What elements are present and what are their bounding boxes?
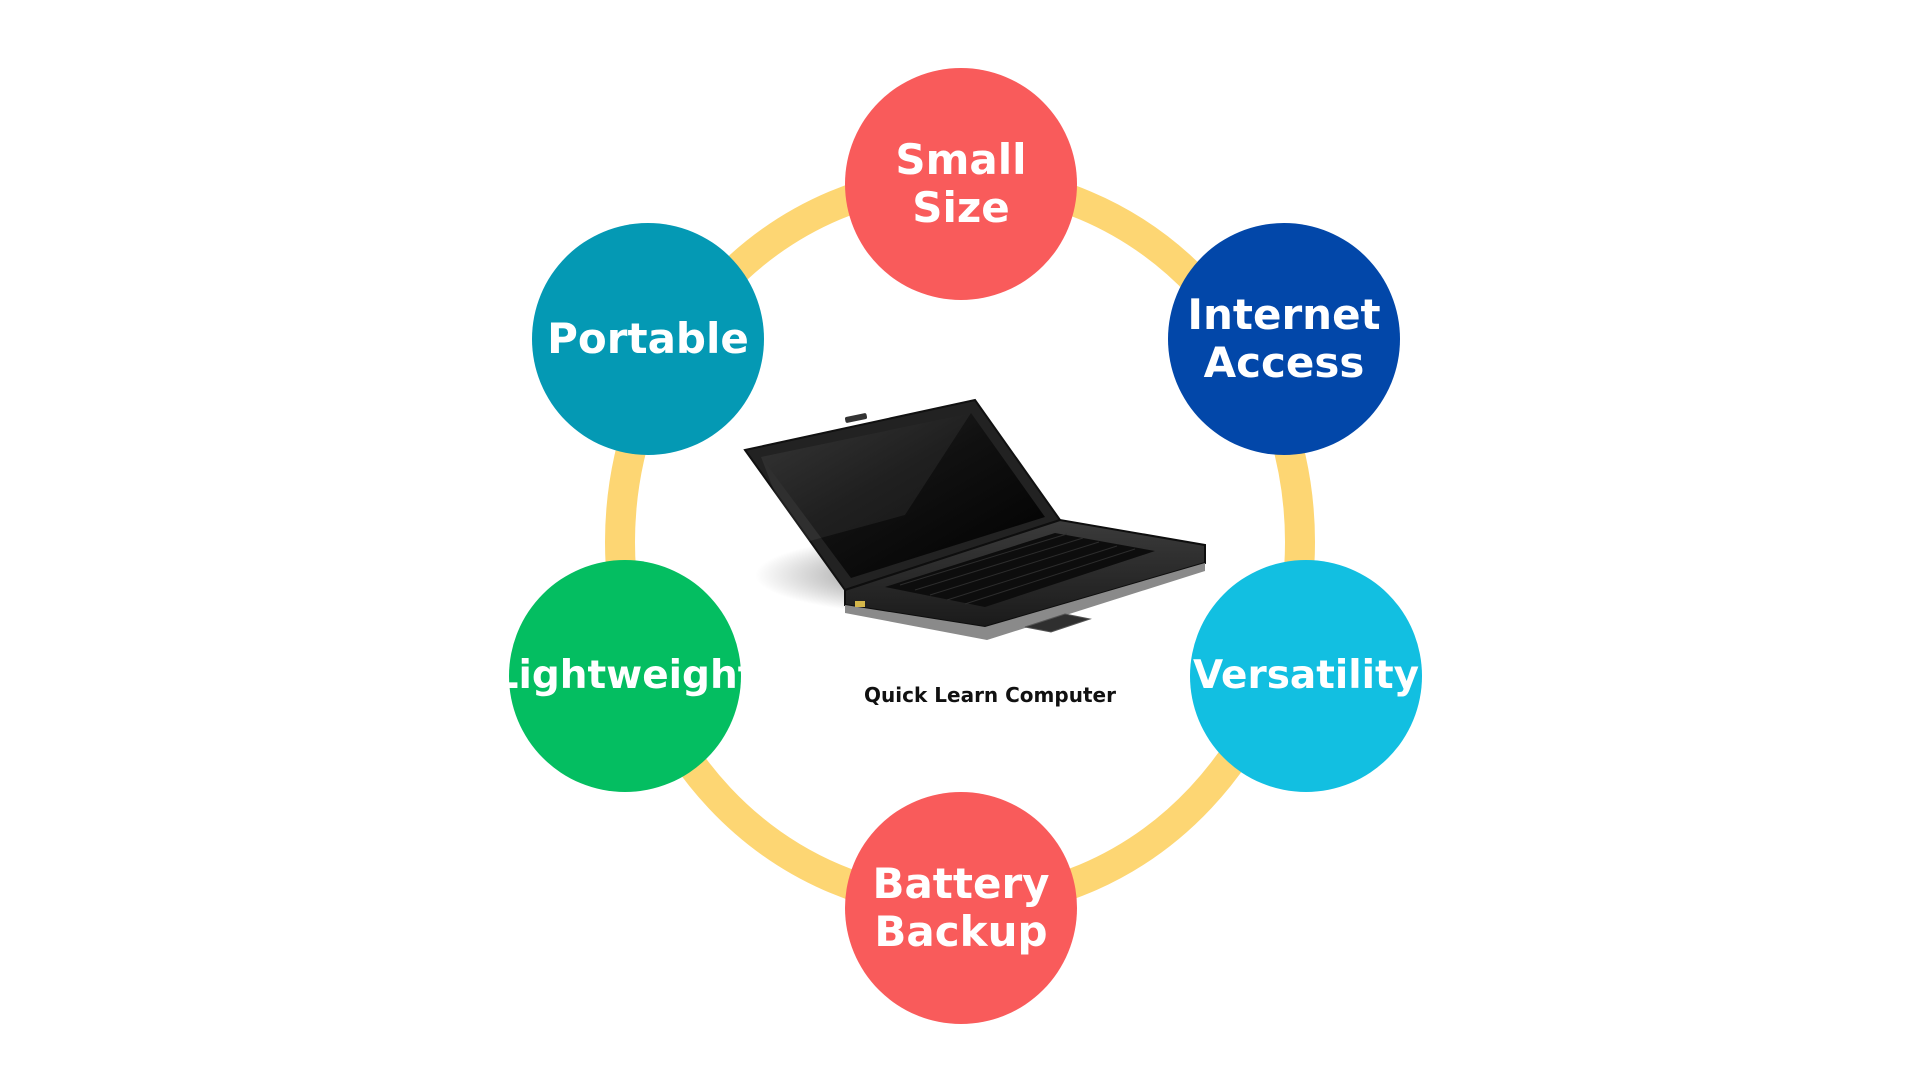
node-battery-backup: Battery Backup (845, 792, 1077, 1024)
node-label: Small Size (895, 136, 1026, 233)
node-label: Lightweight (494, 654, 757, 699)
node-internet-access: Internet Access (1168, 223, 1400, 455)
laptop-image (735, 395, 1215, 655)
node-label: Versatility (1193, 654, 1419, 699)
node-small-size: Small Size (845, 68, 1077, 300)
node-label: Internet Access (1187, 291, 1380, 388)
node-label: Portable (547, 315, 749, 363)
node-label: Battery Backup (872, 860, 1049, 957)
center-caption: Quick Learn Computer (860, 683, 1120, 707)
node-versatility: Versatility (1190, 560, 1422, 792)
node-portable: Portable (532, 223, 764, 455)
node-lightweight: Lightweight (509, 560, 741, 792)
